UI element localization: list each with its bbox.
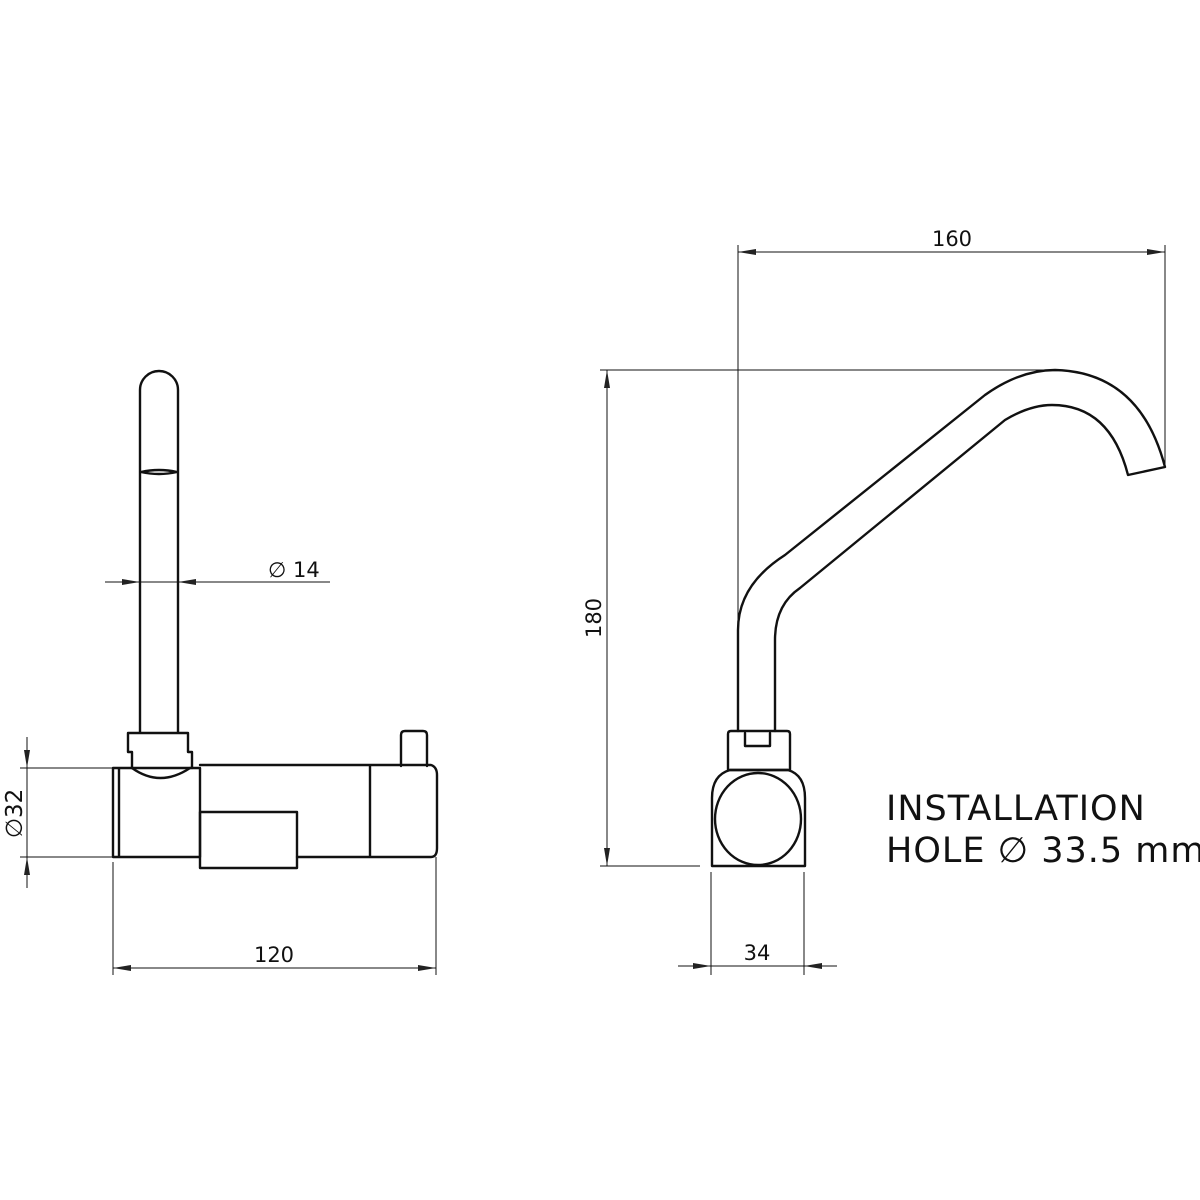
body-left-cylinder: [111, 766, 202, 859]
side-view: ∅ 14 ∅32 120: [2, 369, 439, 975]
stem-ring: [139, 468, 179, 476]
reach-label: 160: [932, 227, 972, 251]
swivel-nut: [726, 729, 792, 772]
reach-dimension: 160: [737, 227, 1166, 630]
base-width-dimension: 34: [678, 872, 837, 975]
body-lower-block: [198, 810, 299, 870]
body-seat-curve: [130, 766, 192, 780]
base-width-label: 34: [744, 941, 771, 965]
front-view: 160 180 34 INSTALLATION HOLE ∅ 33.5 mm: [582, 227, 1200, 975]
body-diameter-dimension: ∅32: [2, 737, 113, 888]
spout-outline: [736, 368, 1167, 733]
body-mid-block: [198, 763, 439, 859]
stem-nut: [126, 731, 194, 770]
base-face: [713, 771, 803, 867]
height-label: 180: [582, 598, 606, 638]
body-diameter-label: ∅32: [2, 789, 28, 838]
installation-note-line1: INSTALLATION: [886, 789, 1146, 829]
length-label: 120: [254, 943, 294, 967]
height-dimension: 180: [582, 369, 1055, 867]
length-dimension: 120: [112, 857, 437, 975]
stem-diameter-dimension: ∅ 14: [105, 558, 330, 585]
lever-knob: [399, 729, 429, 768]
stem-outline: [138, 369, 180, 734]
base-body: [710, 768, 807, 868]
installation-note-line2: HOLE ∅ 33.5 mm: [886, 831, 1200, 871]
stem-diameter-label: ∅ 14: [268, 558, 320, 582]
